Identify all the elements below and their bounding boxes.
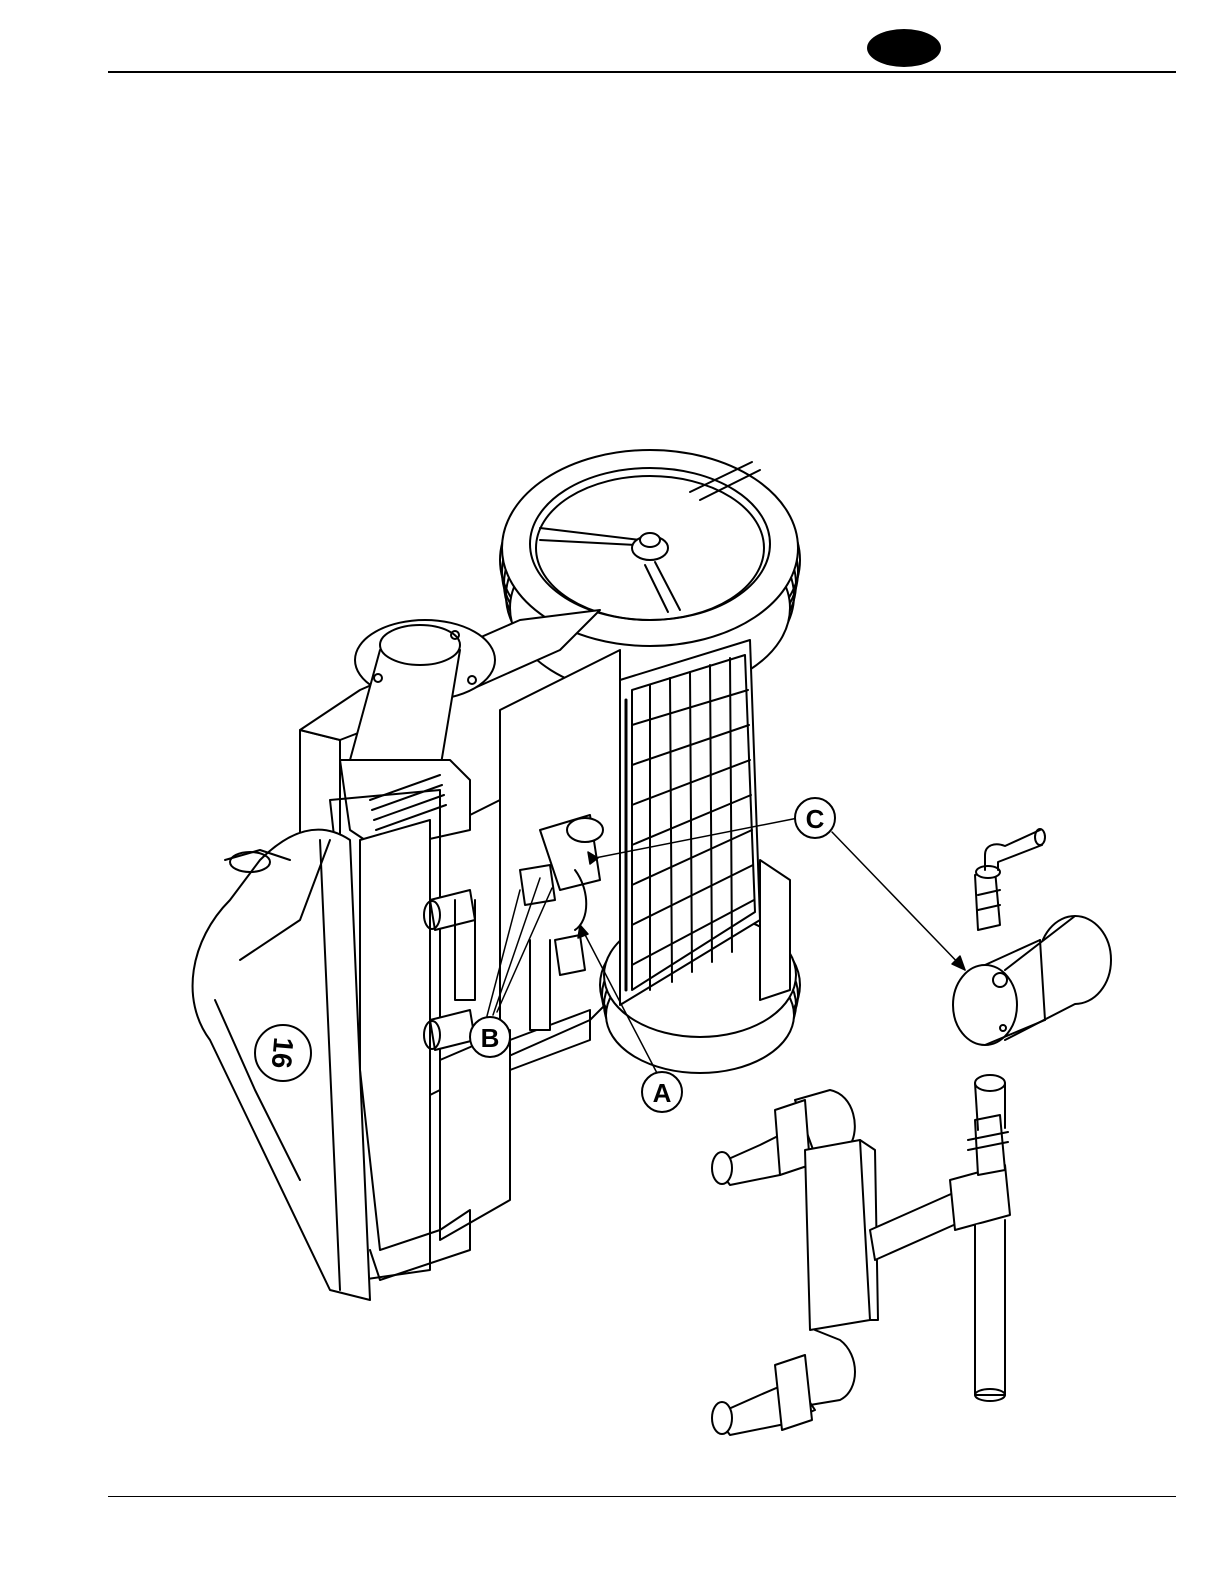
callout-b: B bbox=[470, 1017, 510, 1057]
callout-c: C bbox=[795, 798, 835, 838]
cylinder-cap-part bbox=[953, 916, 1111, 1045]
intake-tube bbox=[350, 620, 495, 770]
engraved-number: 16 bbox=[266, 1036, 300, 1070]
pulley-wheel bbox=[500, 450, 800, 696]
side-arm-panel: 16 bbox=[193, 830, 370, 1300]
callout-b-label: B bbox=[481, 1023, 500, 1053]
elbow-fitting-part bbox=[975, 829, 1045, 930]
callout-c-label: C bbox=[806, 804, 825, 834]
callout-a: A bbox=[642, 1072, 682, 1112]
callout-a-label: A bbox=[653, 1078, 672, 1108]
pipe-assembly-part bbox=[712, 1075, 1010, 1435]
